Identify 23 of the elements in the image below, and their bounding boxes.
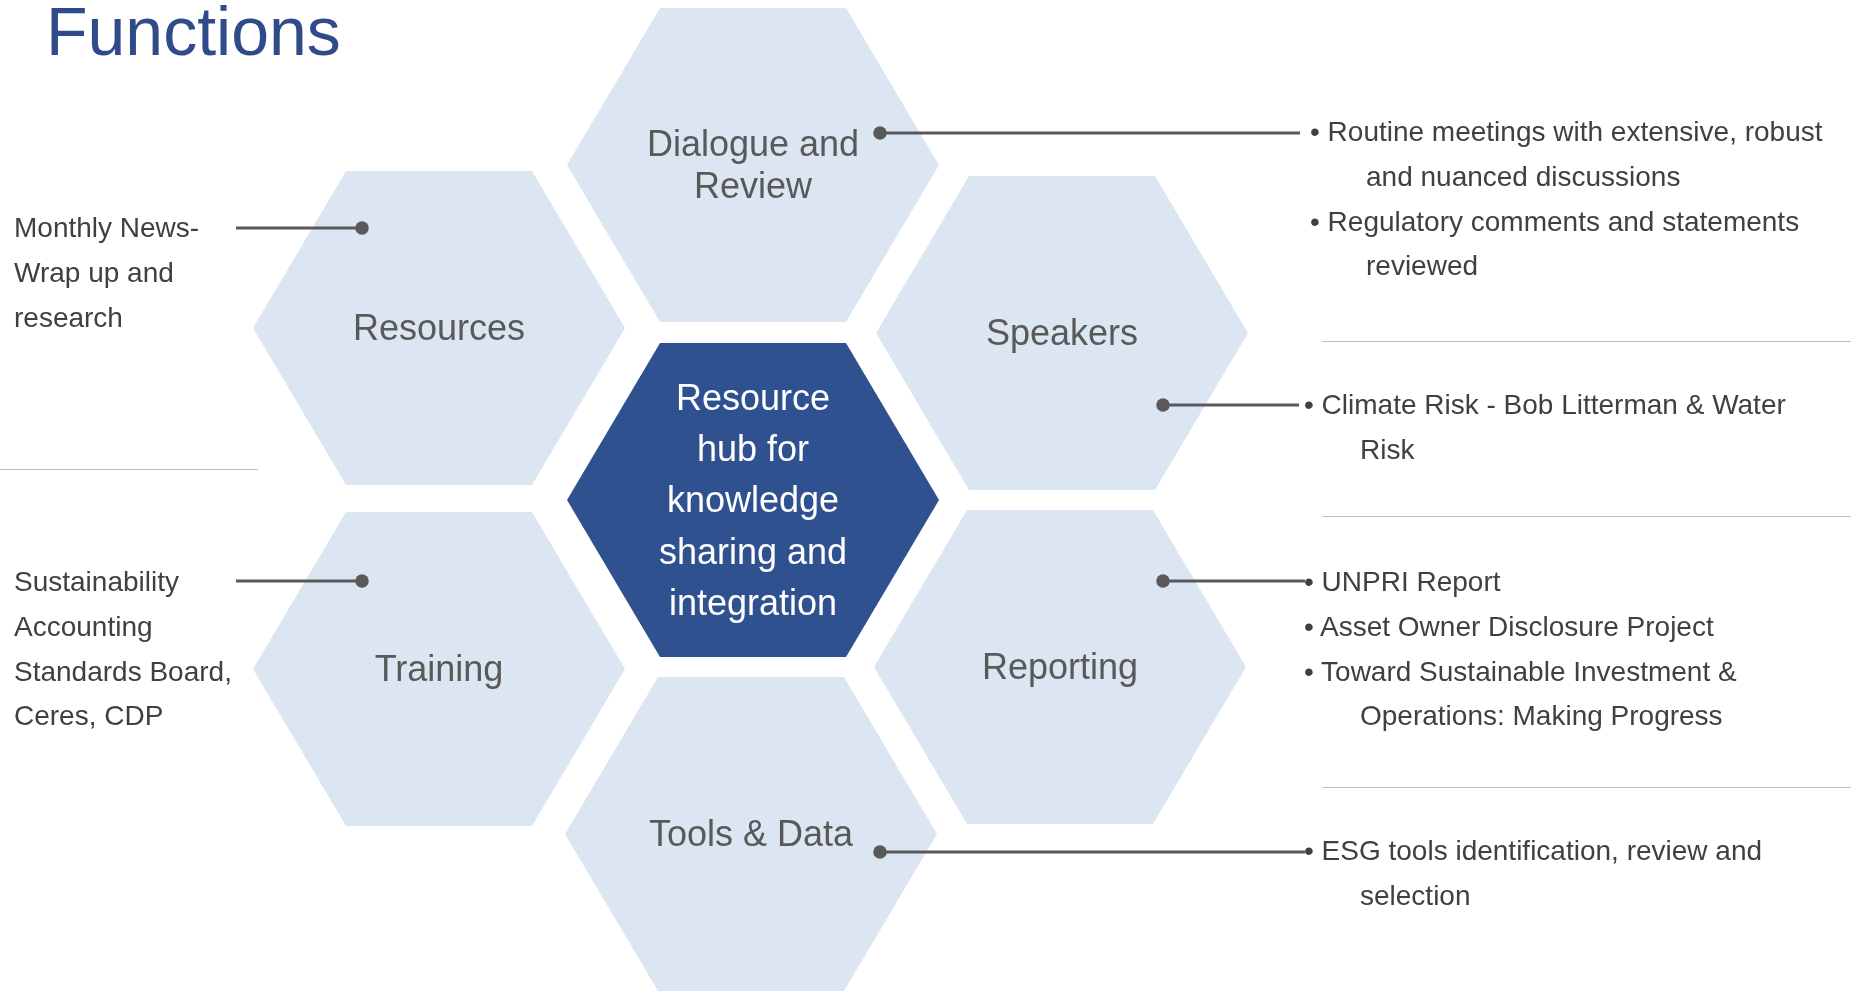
bullet-item: • Climate Risk - Bob Litterman & Water Risk xyxy=(1304,388,1787,467)
hexagon-label: Resource hub for knowledge sharing and integration xyxy=(657,376,849,625)
leader-line xyxy=(236,574,369,588)
bullet-item: • Regulatory comments and statements reviewed xyxy=(1310,204,1801,284)
leader-line xyxy=(1156,398,1299,412)
bullet-item: • ESG tools identification, review and selection xyxy=(1304,834,1764,913)
title: Functions xyxy=(46,0,341,70)
leader-line xyxy=(873,126,1300,140)
bullet-item: • UNPRI Report xyxy=(1304,565,1502,599)
hexagon-label: Reporting xyxy=(981,646,1139,688)
bullet-item: • Asset Owner Disclosure Project xyxy=(1304,609,1715,644)
leader-line xyxy=(236,221,369,235)
hexagon-label: Dialogue and Review xyxy=(645,123,861,207)
leader-line xyxy=(873,845,1305,859)
callout-text: Monthly News-Wrap up and research xyxy=(14,211,201,335)
bullet-item: • Routine meetings with extensive, robust and nuanced discussions xyxy=(1310,115,1824,194)
hexagon-label: Training xyxy=(374,648,504,690)
bullet-item: • Toward Sustainable Investment & Operations: Making Progress xyxy=(1304,654,1738,734)
leader-line xyxy=(1156,574,1305,588)
hexagon-label: Speakers xyxy=(985,312,1139,354)
hexagon-label: Resources xyxy=(352,307,526,349)
hexagon-label: Tools & Data xyxy=(648,813,854,855)
callout-text: Sustainability Accounting Standards Board, Ceres, CDP xyxy=(14,565,233,734)
